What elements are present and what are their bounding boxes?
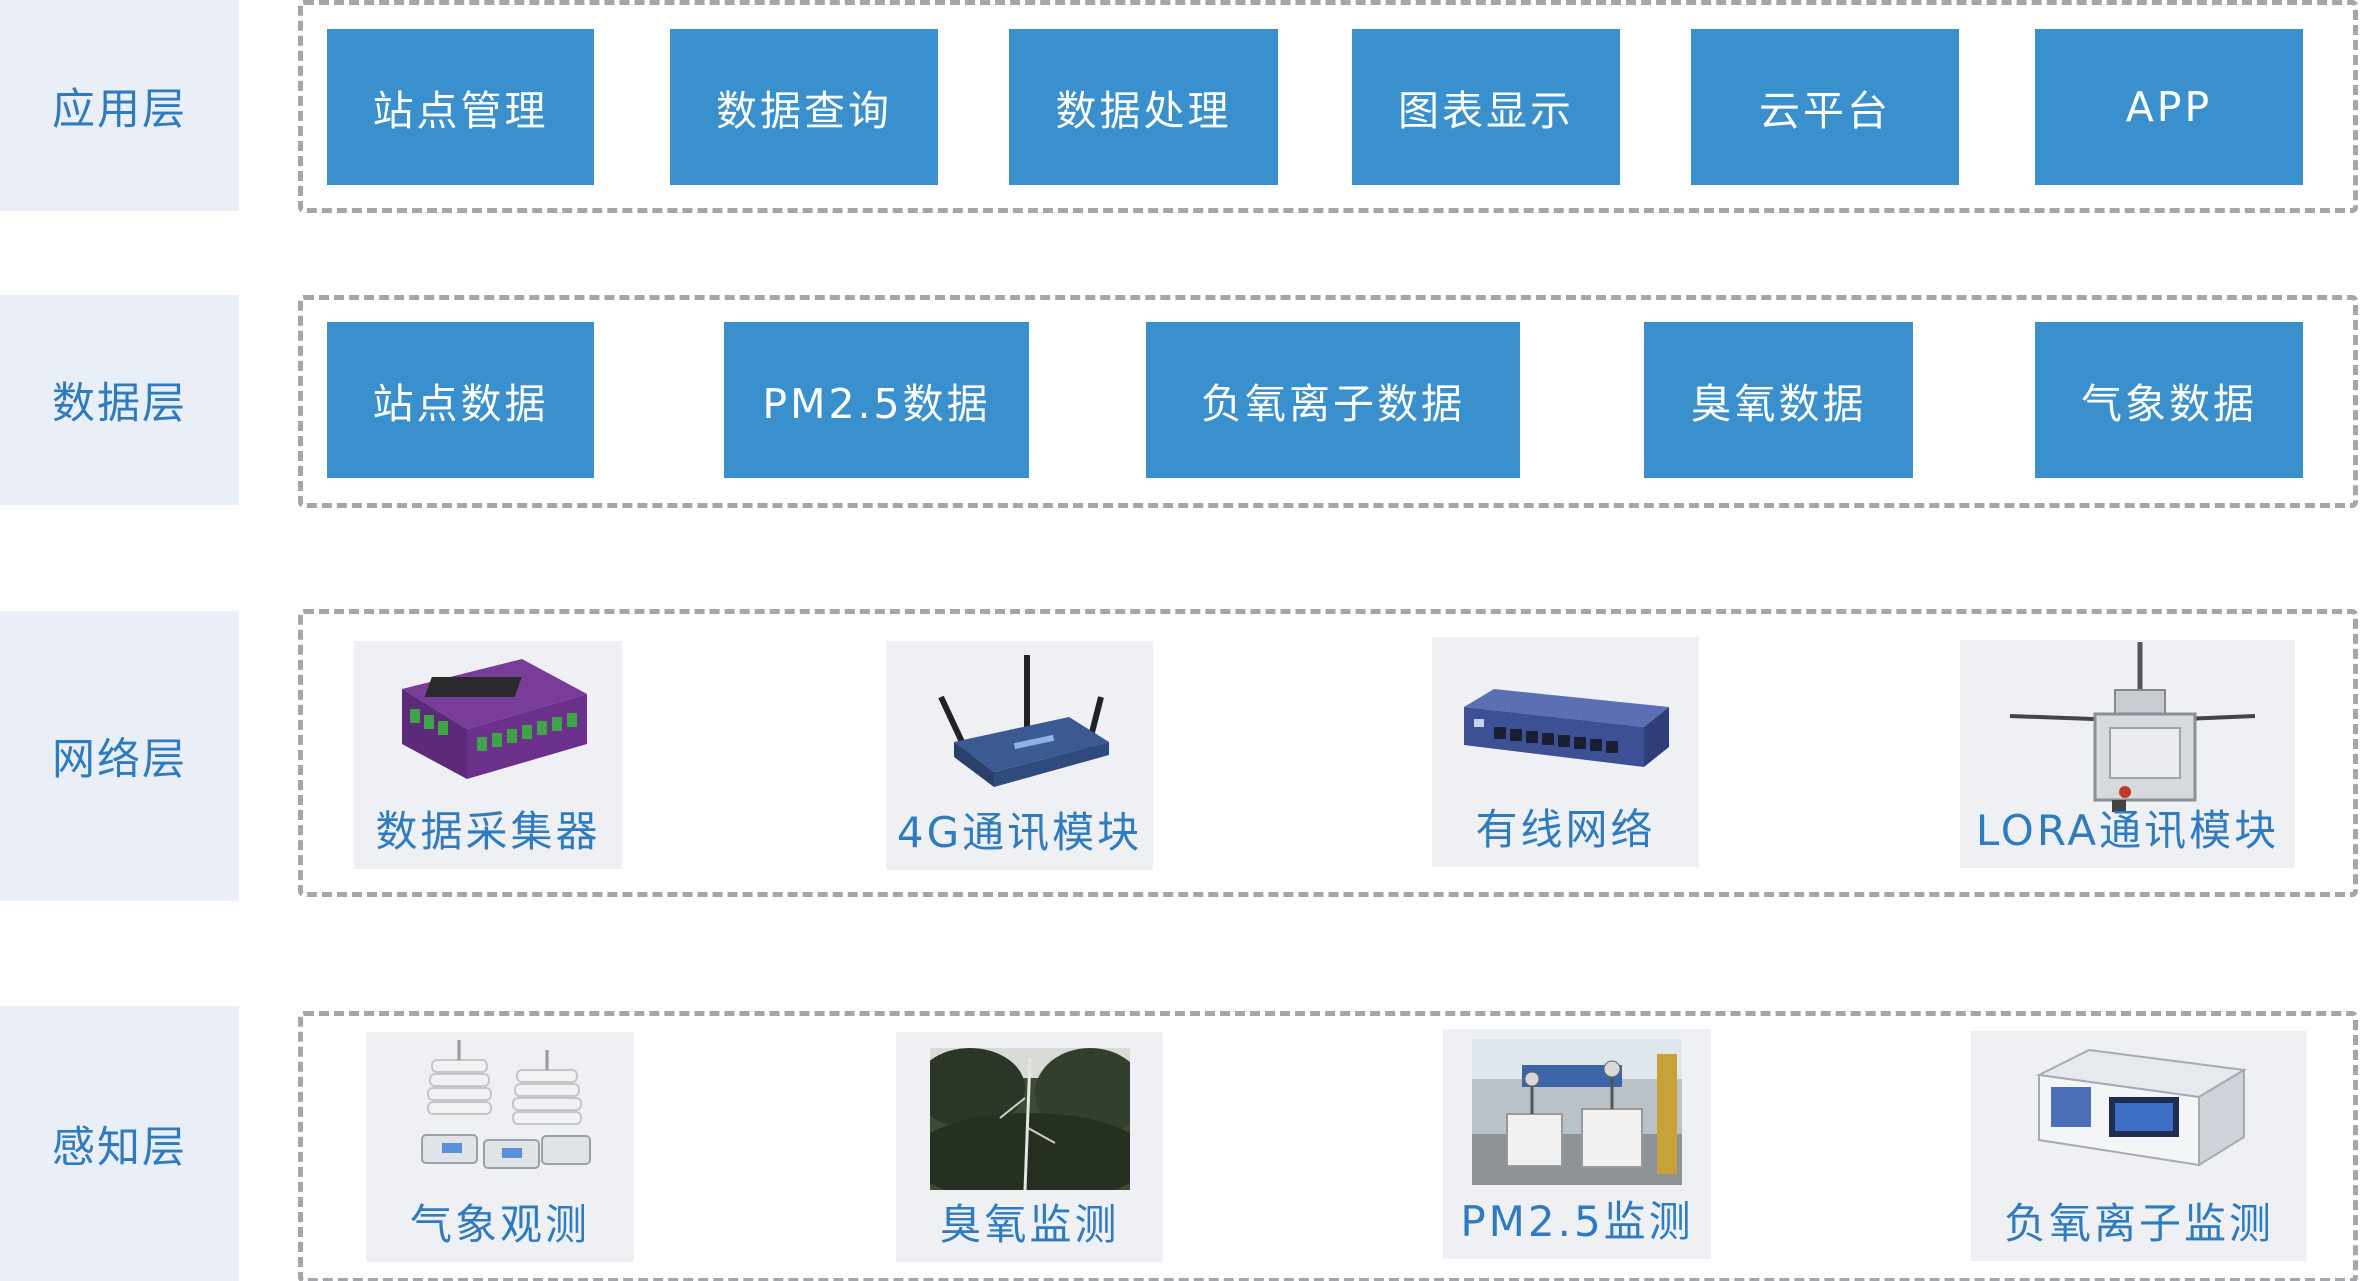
sensing-label-ozone: 臭氧监测 — [939, 1200, 1120, 1249]
data-item-meteorological-data: 气象数据 — [2035, 322, 2303, 478]
sensing-card-negative-ion: 负氧离子监测 — [1971, 1031, 2307, 1261]
data-layer-box — [298, 295, 2358, 508]
network-card-wired-network: 有线网络 — [1432, 637, 1699, 867]
layer-label-application: 应用层 — [0, 0, 239, 211]
network-card-lora-module: LORA通讯模块 — [1960, 640, 2295, 868]
pm25-station-photo — [1472, 1039, 1682, 1185]
sensing-card-pm25: PM2.5监测 — [1443, 1029, 1711, 1259]
ozone-monitor-photo — [930, 1048, 1130, 1190]
network-label-lora-module: LORA通讯模块 — [1975, 806, 2280, 855]
network-layer-box — [298, 609, 2358, 897]
network-label-data-logger: 数据采集器 — [375, 807, 601, 856]
sensing-card-ozone: 臭氧监测 — [896, 1032, 1163, 1262]
sensing-label-weather: 气象观测 — [409, 1200, 590, 1249]
layer-label-network: 网络层 — [0, 611, 239, 901]
data-item-ozone-data: 臭氧数据 — [1644, 322, 1913, 478]
lora-module-icon — [2009, 642, 2256, 812]
data-item-site-data: 站点数据 — [327, 322, 594, 478]
app-item-app: APP — [2035, 29, 2303, 185]
app-item-cloud-platform: 云平台 — [1691, 29, 1959, 185]
application-layer-box — [298, 0, 2358, 213]
sensing-label-pm25: PM2.5监测 — [1460, 1197, 1694, 1246]
data-item-pm25-data: PM2.5数据 — [724, 322, 1029, 478]
network-switch-icon — [1464, 689, 1669, 767]
app-item-data-processing: 数据处理 — [1009, 29, 1278, 185]
network-card-4g-module: 4G通讯模块 — [886, 641, 1153, 870]
network-label-4g-module: 4G通讯模块 — [896, 808, 1143, 857]
sensing-label-negative-ion: 负氧离子监测 — [2003, 1199, 2274, 1248]
data-logger-icon — [402, 659, 587, 779]
app-item-site-management: 站点管理 — [327, 29, 594, 185]
data-item-negative-ion-data: 负氧离子数据 — [1146, 322, 1520, 478]
4g-router-icon — [938, 655, 1109, 787]
network-card-data-logger: 数据采集器 — [354, 641, 622, 869]
layer-label-data: 数据层 — [0, 295, 239, 505]
app-item-data-query: 数据查询 — [670, 29, 938, 185]
sensing-layer-box — [298, 1011, 2358, 1281]
layer-label-sensing: 感知层 — [0, 1006, 239, 1281]
ion-analyzer-icon — [2035, 1048, 2247, 1167]
sensing-card-weather: 气象观测 — [366, 1032, 634, 1262]
app-item-chart-display: 图表显示 — [1352, 29, 1620, 185]
network-label-wired-network: 有线网络 — [1475, 805, 1656, 854]
weather-station-icon — [421, 1040, 591, 1169]
